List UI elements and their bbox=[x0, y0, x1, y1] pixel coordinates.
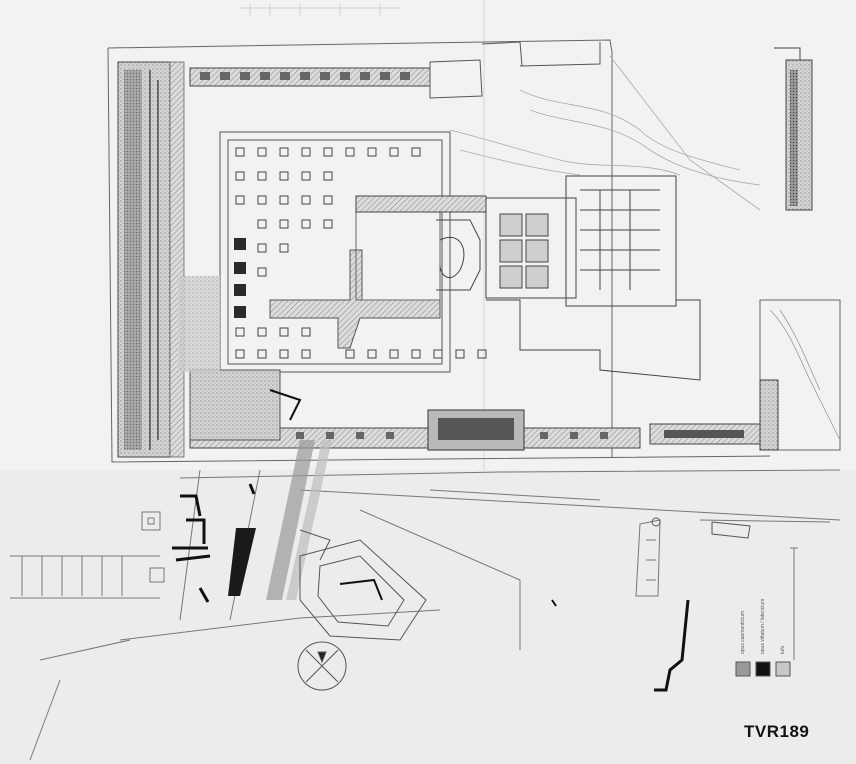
legend bbox=[735, 661, 791, 677]
legend-swatch-opus-caementicium bbox=[735, 661, 751, 677]
lower-central-building bbox=[299, 529, 427, 641]
black-wall-fragments bbox=[172, 483, 256, 603]
pillar-grid bbox=[235, 147, 487, 359]
legend-swatch-tufo bbox=[775, 661, 791, 677]
east-wall-strip bbox=[774, 47, 813, 211]
courtyard-outline bbox=[219, 131, 451, 373]
west-stipple-area bbox=[178, 276, 220, 372]
plan-frame bbox=[107, 39, 771, 463]
lower-right-fragments bbox=[551, 517, 798, 692]
southeast-structures bbox=[649, 299, 841, 451]
compass-icon bbox=[297, 641, 347, 691]
terrain-contours bbox=[449, 55, 761, 211]
legend-swatch-opus-vittatum bbox=[755, 661, 771, 677]
dark-pillars bbox=[234, 238, 246, 318]
ghost-title-text bbox=[240, 4, 400, 16]
west-wall-ruins bbox=[117, 61, 185, 458]
sheet-code-label: TVR189 bbox=[744, 722, 810, 741]
legend-label-tufo: tufo bbox=[780, 645, 786, 654]
north-portico bbox=[189, 41, 601, 99]
legend-label-opus-vittatum: opus vittatum / latericium bbox=[760, 598, 766, 654]
east-complex bbox=[355, 175, 701, 381]
legend-label-opus-caementicium: opus caementicium bbox=[740, 610, 746, 654]
diagonal-roads bbox=[228, 440, 332, 600]
west-colonnade bbox=[10, 511, 165, 599]
